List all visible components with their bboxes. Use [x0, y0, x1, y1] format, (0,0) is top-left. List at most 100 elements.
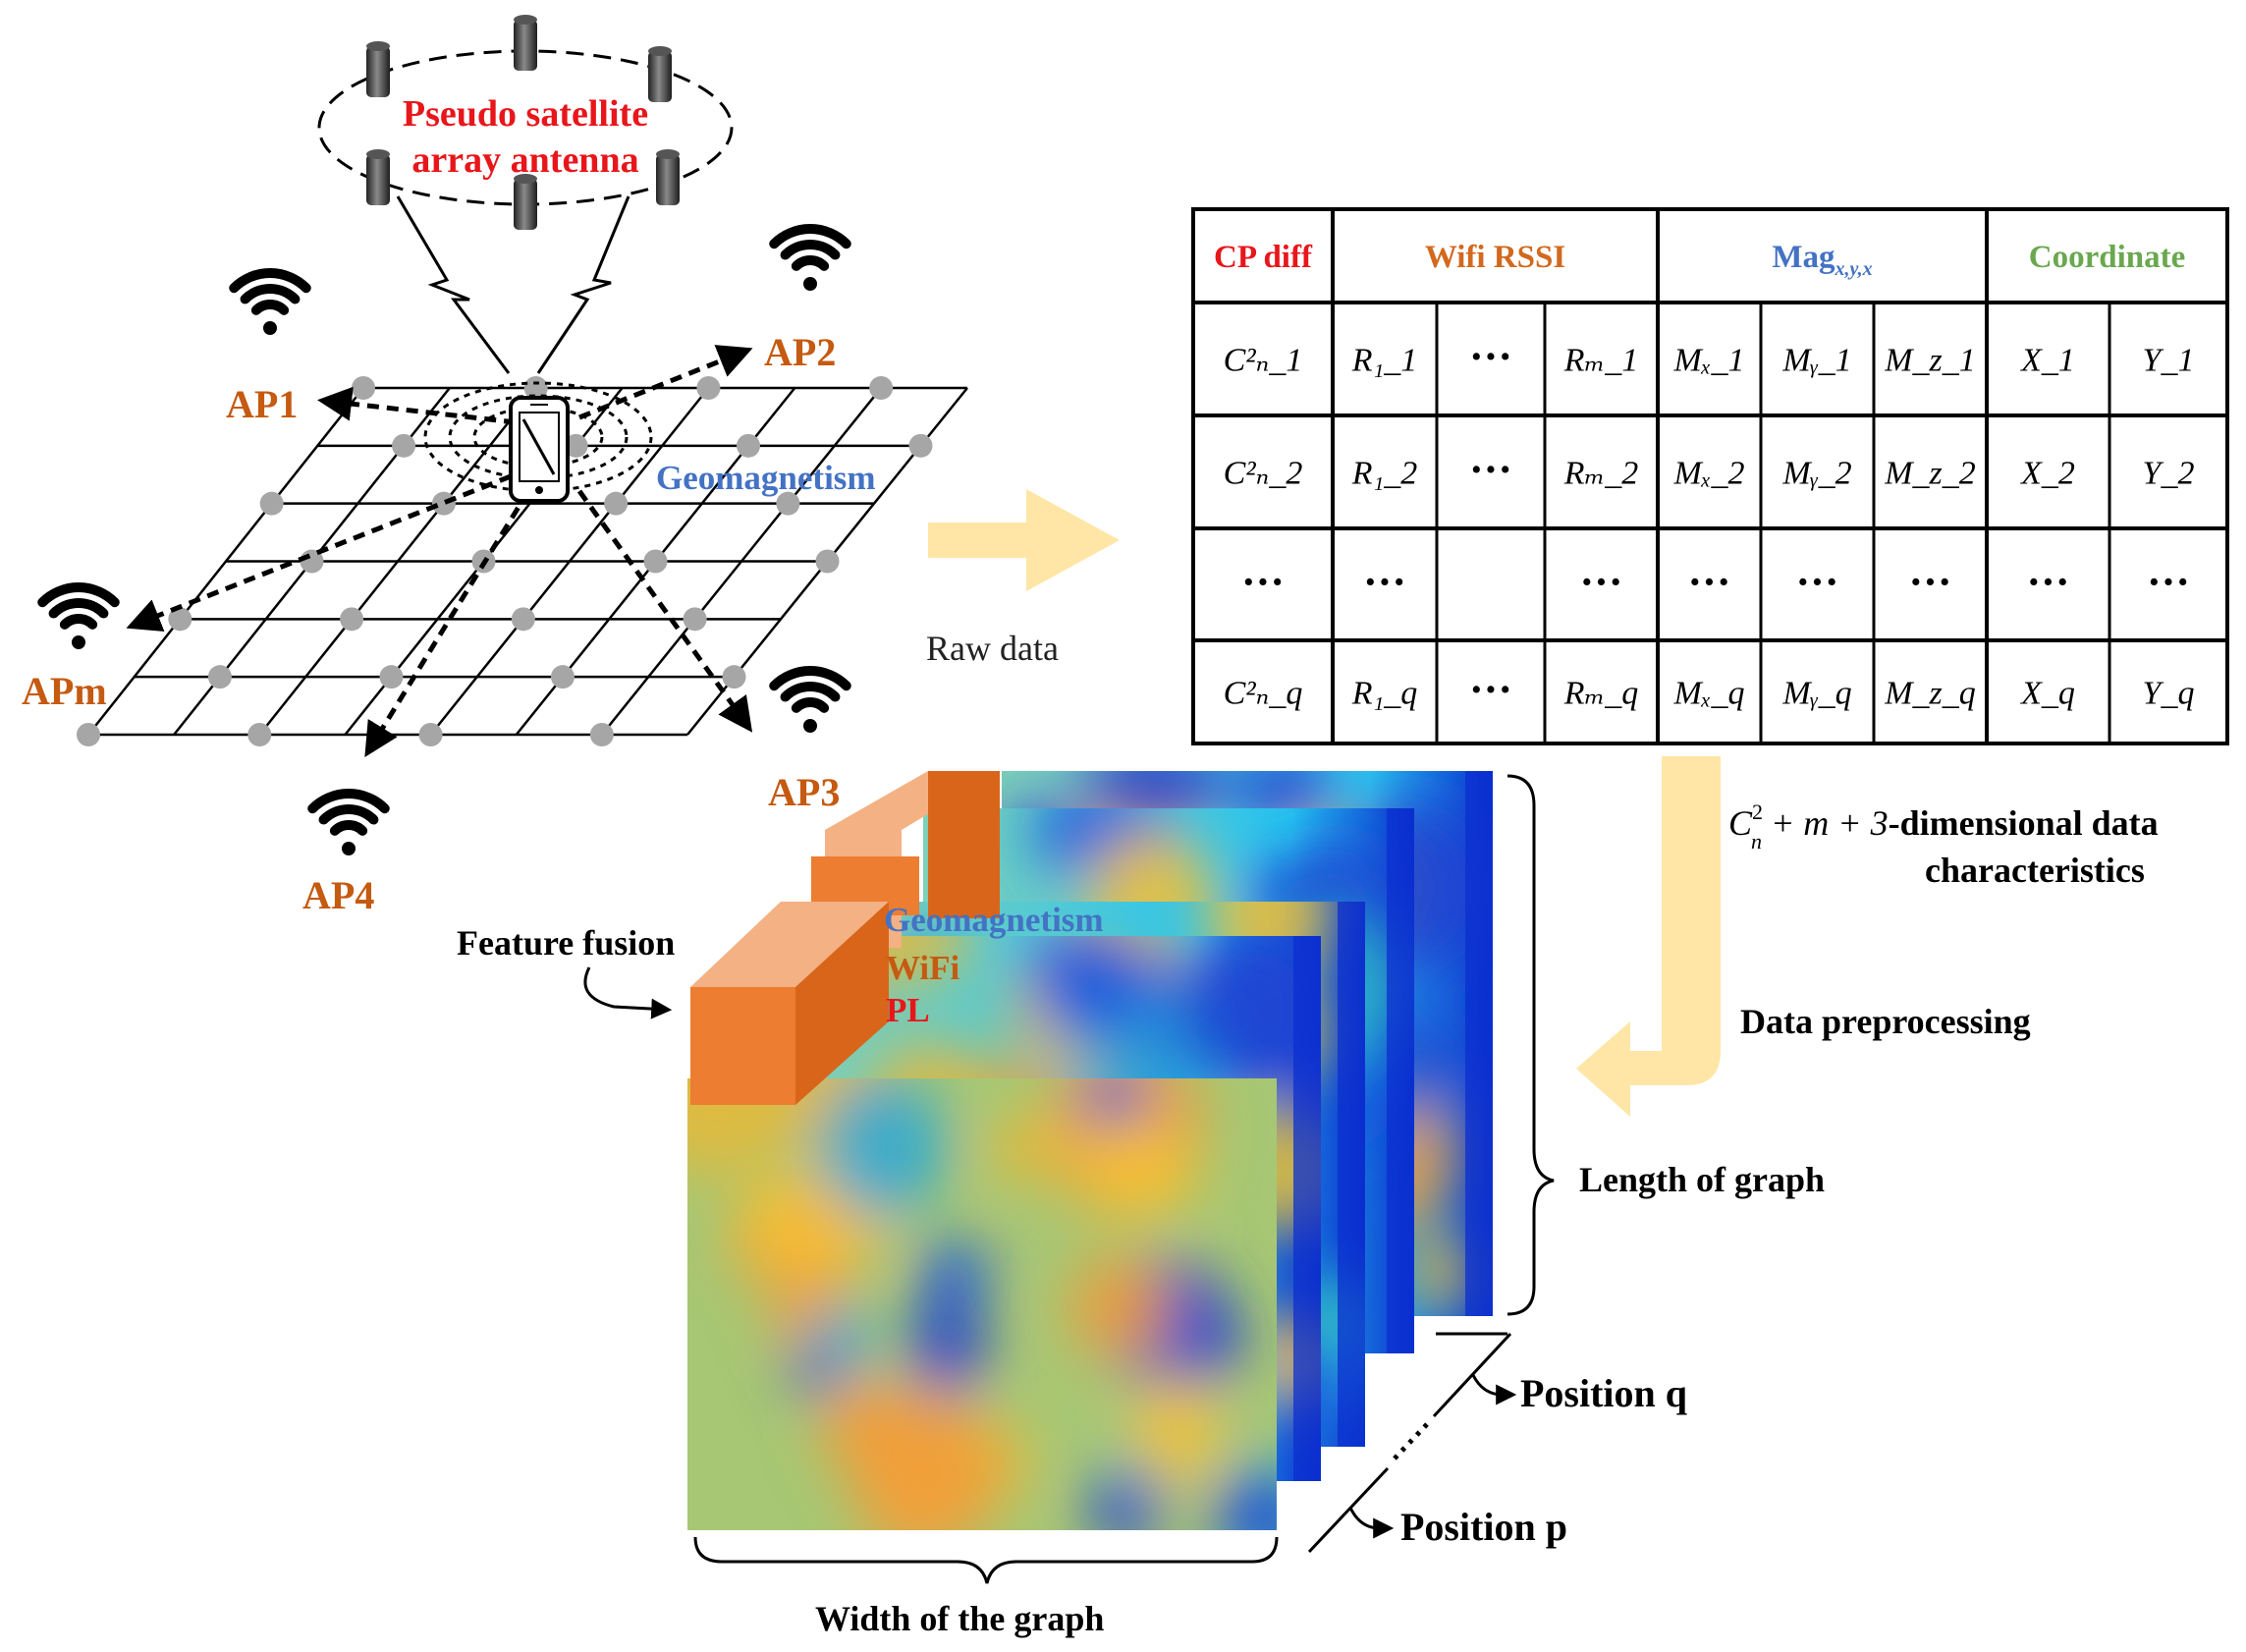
- table-cell: ···: [2026, 558, 2069, 606]
- grid-node: [418, 723, 443, 746]
- wifi-icon: [769, 666, 851, 733]
- dimensional-line2: characteristics: [1925, 851, 2145, 890]
- table-cell: C²ₙ_q: [1224, 676, 1303, 712]
- dim-rest: + m + 3: [1762, 803, 1889, 843]
- table-cell: Mₓ_1: [1673, 343, 1745, 379]
- table-cell: ···: [1469, 666, 1512, 714]
- table-cell: ···: [1908, 558, 1951, 606]
- pseudo-satellite-group: Pseudo satellite array antenna: [317, 15, 734, 374]
- table-cell: C²ₙ_1: [1224, 343, 1303, 379]
- grid-node: [247, 723, 272, 746]
- preprocessing-arrow: [1576, 756, 1721, 1117]
- data-preprocessing-label: Data preprocessing: [1740, 1002, 2031, 1041]
- position-dots: [1393, 1420, 1431, 1460]
- table-header-0: CP diff: [1214, 240, 1313, 275]
- antenna-icon: [514, 174, 537, 230]
- table-cell: ···: [1469, 446, 1512, 494]
- grid-node: [589, 723, 614, 746]
- position-q-arrow: [1471, 1374, 1517, 1405]
- position-q-tick: [1432, 1332, 1512, 1418]
- wifi-icon: [37, 582, 120, 649]
- table-cell: ···: [2147, 558, 2190, 606]
- table-cell: M_z_q: [1884, 676, 1976, 712]
- table-cell: Mᵧ_q: [1781, 676, 1851, 712]
- grid-node: [696, 376, 721, 400]
- dim-sub: n: [1751, 829, 1762, 854]
- grid-node: [352, 376, 375, 400]
- heatmap-layer-5: [687, 1078, 1277, 1530]
- field-ring-2: [448, 394, 629, 480]
- grid-node: [340, 607, 364, 632]
- apm-label: APm: [22, 669, 107, 713]
- position-p-label: Position p: [1400, 1505, 1567, 1549]
- grid-node: [722, 665, 746, 689]
- layer-wifi-label: WiFi: [886, 949, 959, 987]
- ap2-label: AP2: [764, 330, 836, 374]
- layer-pl-label: PL: [886, 991, 930, 1029]
- grid-node: [908, 433, 933, 458]
- feature-cube-front: [690, 902, 889, 1105]
- cube-front-side: [795, 902, 889, 1105]
- link-ap1: [317, 386, 517, 425]
- grid-col-line: [87, 387, 364, 736]
- wifi-icon: [769, 224, 851, 291]
- width-of-graph-label: Width of the graph: [815, 1599, 1104, 1638]
- table-cell: X_q: [2019, 676, 2075, 712]
- table-header-2: Magx,y,x: [1772, 240, 1872, 280]
- grid-node: [511, 607, 535, 632]
- grid-node: [168, 607, 192, 632]
- ap-links: [126, 345, 753, 757]
- table-cell: ···: [1687, 558, 1730, 606]
- raw-data-label: Raw data: [926, 629, 1059, 668]
- position-q-label: Position q: [1520, 1371, 1687, 1415]
- antenna-icon: [656, 149, 680, 205]
- table-cell: Rₘ_1: [1563, 343, 1639, 379]
- grid-node: [869, 376, 894, 400]
- raw-data-arrow: Raw data: [926, 489, 1120, 668]
- grid-col-line: [258, 387, 537, 736]
- table-cell: Rₘ_2: [1563, 456, 1639, 492]
- table-cell: R₁_1: [1351, 343, 1418, 379]
- width-brace: [693, 1536, 1279, 1584]
- table-cell: Y_1: [2143, 343, 2195, 379]
- table-frame: [1191, 207, 2229, 745]
- table-cell: M_z_1: [1884, 343, 1976, 379]
- cube-front-face: [690, 987, 795, 1105]
- dim-line1: -dimensional data: [1889, 803, 2159, 843]
- geomagnetism-label: Geomagnetism: [656, 459, 876, 497]
- table-cell: R₁_2: [1351, 456, 1418, 492]
- ap1-label: AP1: [226, 382, 298, 426]
- wifi-icon: [307, 789, 390, 855]
- table-cell: ···: [1579, 558, 1622, 606]
- wifi-icon: [229, 268, 311, 335]
- position-p-arrow: [1348, 1507, 1395, 1539]
- antenna-icon: [648, 46, 672, 102]
- pseudo-satellite-label-line1: Pseudo satellite: [403, 93, 648, 135]
- link-ap2: [578, 345, 753, 420]
- table-cell: Y_q: [2143, 676, 2195, 712]
- grid-node: [379, 665, 404, 689]
- grid-node: [523, 376, 548, 400]
- dim-c: C: [1728, 803, 1753, 843]
- table-cell: Mₓ_2: [1673, 456, 1745, 492]
- length-brace: [1506, 774, 1555, 1316]
- table-header-1: Wifi RSSI: [1425, 240, 1565, 275]
- table-cell: Mₓ_q: [1673, 676, 1745, 712]
- link-ap3: [576, 489, 753, 733]
- table-cell: Rₘ_q: [1563, 676, 1639, 712]
- grid-node: [643, 549, 668, 574]
- grid-node: [815, 549, 840, 574]
- phone-screen-slash: [521, 418, 556, 475]
- grid-node: [683, 607, 707, 632]
- layer-geomagnetism-label: Geomagnetism: [884, 901, 1104, 939]
- feature-fusion-label: Feature fusion: [457, 923, 675, 963]
- table-cell: M_z_2: [1884, 456, 1976, 492]
- grid-col-line: [429, 387, 710, 736]
- grid-node: [207, 665, 232, 689]
- grid-node: [564, 433, 588, 458]
- grid-node: [77, 723, 100, 746]
- grid-col-line: [600, 387, 883, 736]
